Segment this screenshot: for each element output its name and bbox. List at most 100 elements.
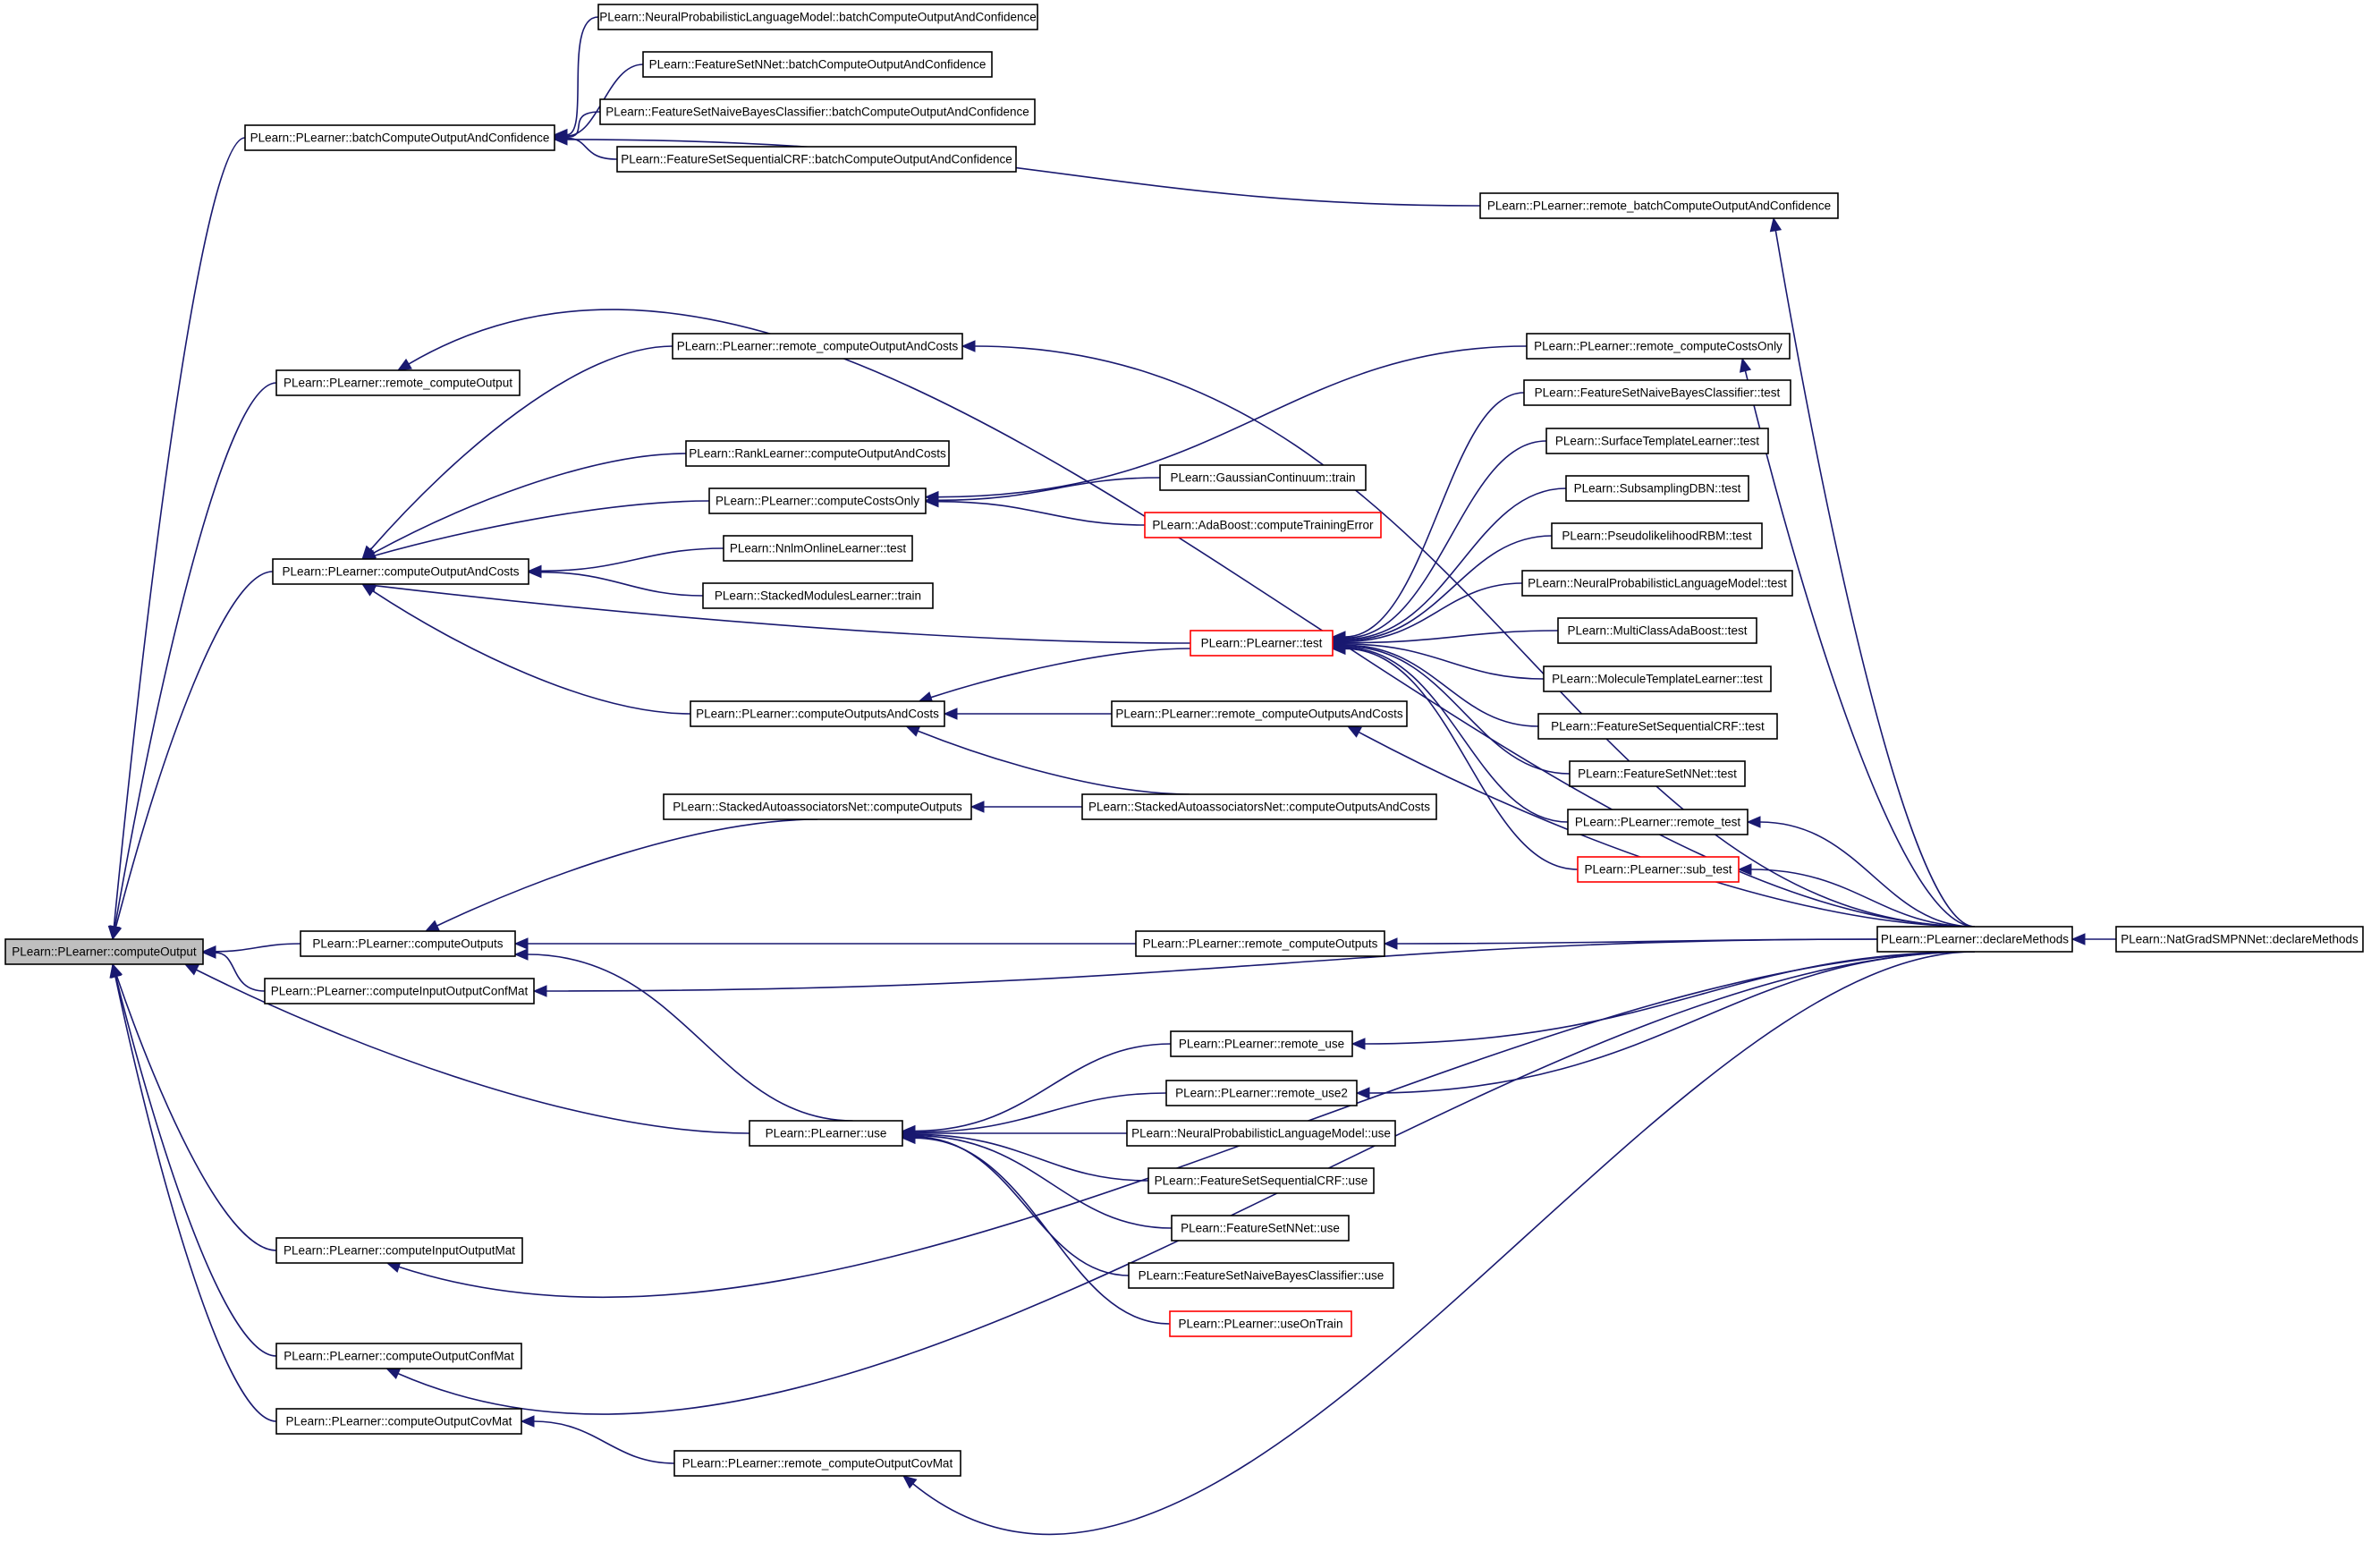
node-cos[interactable]: PLearn::PLearner::computeOutputs xyxy=(300,930,516,957)
edge-use-to-cos xyxy=(513,948,853,1122)
node-fscrf-test[interactable]: PLearn::FeatureSetSequentialCRF::test xyxy=(1537,713,1778,740)
edge-line xyxy=(937,477,1161,502)
node-label: PLearn::PLearner::remote_use xyxy=(1179,1038,1344,1051)
node-ngsmpn[interactable]: PLearn::NatGradSMPNNet::declareMethods xyxy=(2115,926,2364,953)
node-box xyxy=(1577,856,1740,883)
node-label: PLearn::GaussianContinuum::train xyxy=(1170,471,1355,485)
node-label: PLearn::SubsamplingDBN::test xyxy=(1574,482,1741,496)
node-box xyxy=(1565,475,1749,502)
node-mcab-test[interactable]: PLearn::MultiClassAdaBoost::test xyxy=(1557,617,1757,644)
node-label: PLearn::PLearner::computeInputOutputConf… xyxy=(271,985,529,998)
node-coac[interactable]: PLearn::PLearner::computeOutputAndCosts xyxy=(272,558,529,585)
node-label: PLearn::PLearner::remote_computeCostsOnl… xyxy=(1534,340,1782,353)
node-box xyxy=(1876,926,2073,953)
node-remote-use2[interactable]: PLearn::PLearner::remote_use2 xyxy=(1165,1080,1358,1106)
node-cioconf[interactable]: PLearn::PLearner::computeInputOutputConf… xyxy=(264,978,535,1004)
node-remote-cocov[interactable]: PLearn::PLearner::remote_computeOutputCo… xyxy=(673,1450,961,1477)
edge-ngsmpn-to-declare xyxy=(2070,933,2116,945)
node-label: PLearn::PLearner::computeOutputs xyxy=(312,937,503,951)
node-fsnb-use[interactable]: PLearn::FeatureSetNaiveBayesClassifier::… xyxy=(1128,1262,1394,1289)
node-box xyxy=(1190,630,1334,657)
node-box xyxy=(1135,930,1385,957)
node-cco[interactable]: PLearn::PLearner::computeCostsOnly xyxy=(708,487,927,514)
edge-sub_test-to-test xyxy=(1331,642,1579,870)
arrowhead xyxy=(201,946,216,959)
node-cosac[interactable]: PLearn::PLearner::computeOutputsAndCosts xyxy=(690,700,945,727)
node-coconf[interactable]: PLearn::PLearner::computeOutputConfMat xyxy=(275,1343,522,1369)
node-box xyxy=(1159,464,1367,491)
node-sdbn-test[interactable]: PLearn::SubsamplingDBN::test xyxy=(1565,475,1749,502)
node-nnlm-test[interactable]: PLearn::NnlmOnlineLearner::test xyxy=(723,535,913,562)
node-computeOutput[interactable]: PLearn::PLearner::computeOutput xyxy=(4,938,204,965)
edge-line xyxy=(215,943,301,953)
node-remote-test[interactable]: PLearn::PLearner::remote_test xyxy=(1567,809,1749,835)
node-box xyxy=(1545,428,1769,454)
arrowhead xyxy=(1739,357,1752,373)
arrowhead xyxy=(520,1415,535,1428)
node-ada-cte[interactable]: PLearn::AdaBoost::computeTrainingError xyxy=(1144,512,1382,538)
node-declare[interactable]: PLearn::PLearner::declareMethods xyxy=(1876,926,2073,953)
node-ciomat[interactable]: PLearn::PLearner::computeInputOutputMat xyxy=(275,1237,523,1264)
node-label: PLearn::StackedModulesLearner::train xyxy=(715,589,921,603)
node-fsnb-batch[interactable]: PLearn::FeatureSetNaiveBayesClassifier::… xyxy=(599,98,1036,125)
node-fsnn-use[interactable]: PLearn::FeatureSetNNet::use xyxy=(1171,1215,1350,1242)
node-label: PLearn::PLearner::computeCostsOnly xyxy=(716,495,919,508)
node-fsnb-test[interactable]: PLearn::FeatureSetNaiveBayesClassifier::… xyxy=(1523,379,1791,406)
edge-line xyxy=(1344,630,1559,644)
arrowhead xyxy=(902,1475,918,1489)
node-label: PLearn::NeuralProbabilisticLanguageModel… xyxy=(599,11,1037,24)
edge-cocov-to-computeOutput xyxy=(109,962,277,1422)
node-label: PLearn::FeatureSetSequentialCRF::test xyxy=(1551,720,1765,733)
node-fsnn-batch[interactable]: PLearn::FeatureSetNNet::batchComputeOutp… xyxy=(642,51,993,78)
edge-line xyxy=(1744,370,1976,928)
edge-line xyxy=(1368,951,1976,1094)
node-san-cos[interactable]: PLearn::StackedAutoassociatorsNet::compu… xyxy=(663,793,972,820)
arrowhead xyxy=(1383,937,1398,950)
node-useOnTrain[interactable]: PLearn::PLearner::useOnTrain xyxy=(1169,1310,1352,1337)
node-remote-use[interactable]: PLearn::PLearner::remote_use xyxy=(1170,1030,1353,1057)
node-fscrf-batch[interactable]: PLearn::FeatureSetSequentialCRF::batchCo… xyxy=(616,146,1017,173)
node-nplm-use[interactable]: PLearn::NeuralProbabilisticLanguageModel… xyxy=(1126,1120,1396,1147)
edge-line xyxy=(114,976,277,1422)
node-box xyxy=(690,700,945,727)
node-san-cosac[interactable]: PLearn::StackedAutoassociatorsNet::compu… xyxy=(1081,793,1437,820)
node-box xyxy=(1569,760,1746,787)
node-sml-train[interactable]: PLearn::StackedModulesLearner::train xyxy=(702,582,934,609)
edge-line xyxy=(1344,645,1571,775)
node-test[interactable]: PLearn::PLearner::test xyxy=(1190,630,1334,657)
node-label: PLearn::NeuralProbabilisticLanguageModel… xyxy=(1528,577,1787,590)
node-remote-cco[interactable]: PLearn::PLearner::remote_computeCostsOnl… xyxy=(1526,333,1791,360)
edge-declare-to-remote_coac xyxy=(961,340,1976,928)
node-cocov[interactable]: PLearn::PLearner::computeOutputCovMat xyxy=(275,1408,522,1435)
node-rank-coac[interactable]: PLearn::RankLearner::computeOutputAndCos… xyxy=(685,440,950,467)
node-fscrf-use[interactable]: PLearn::FeatureSetSequentialCRF::use xyxy=(1147,1167,1375,1194)
node-fsnn-test[interactable]: PLearn::FeatureSetNNet::test xyxy=(1569,760,1746,787)
node-label: PLearn::PLearner::remote_use2 xyxy=(1175,1087,1348,1100)
node-nplm-test[interactable]: PLearn::NeuralProbabilisticLanguageModel… xyxy=(1521,570,1793,597)
node-label: PLearn::FeatureSetNNet::test xyxy=(1578,767,1737,781)
node-box xyxy=(4,938,204,965)
node-prbm-test[interactable]: PLearn::PseudolikelihoodRBM::test xyxy=(1551,522,1763,549)
node-remote-batch[interactable]: PLearn::PLearner::remote_batchComputeOut… xyxy=(1479,192,1839,219)
edge-line xyxy=(914,1092,1167,1133)
node-remote-coac[interactable]: PLearn::PLearner::remote_computeOutputAn… xyxy=(672,333,963,360)
node-batchCOAC[interactable]: PLearn::PLearner::batchComputeOutputAndC… xyxy=(244,124,555,151)
node-nplm-batch[interactable]: PLearn::NeuralProbabilisticLanguageModel… xyxy=(597,4,1038,30)
node-box xyxy=(300,930,516,957)
edge-remote_batch-to-batchCOAC xyxy=(553,133,1481,207)
node-sub-test[interactable]: PLearn::PLearner::sub_test xyxy=(1577,856,1740,883)
node-remote-cosac[interactable]: PLearn::PLearner::remote_computeOutputsA… xyxy=(1111,700,1408,727)
node-mtl-test[interactable]: PLearn::MoleculeTemplateLearner::test xyxy=(1543,665,1772,692)
node-use[interactable]: PLearn::PLearner::use xyxy=(749,1120,903,1147)
node-box xyxy=(1147,1167,1375,1194)
node-remote-cos[interactable]: PLearn::PLearner::remote_computeOutputs xyxy=(1135,930,1385,957)
node-label: PLearn::FeatureSetSequentialCRF::batchCo… xyxy=(621,153,1012,166)
node-box xyxy=(1557,617,1757,644)
edge-line xyxy=(1759,821,1976,928)
node-gauss-train[interactable]: PLearn::GaussianContinuum::train xyxy=(1159,464,1367,491)
arrowhead xyxy=(109,962,122,979)
edge-line xyxy=(1344,487,1567,640)
node-stl-test[interactable]: PLearn::SurfaceTemplateLearner::test xyxy=(1545,428,1769,454)
node-remote-co[interactable]: PLearn::PLearner::remote_computeOutput xyxy=(275,369,521,396)
node-label: PLearn::PLearner::remote_computeOutputCo… xyxy=(682,1457,953,1471)
